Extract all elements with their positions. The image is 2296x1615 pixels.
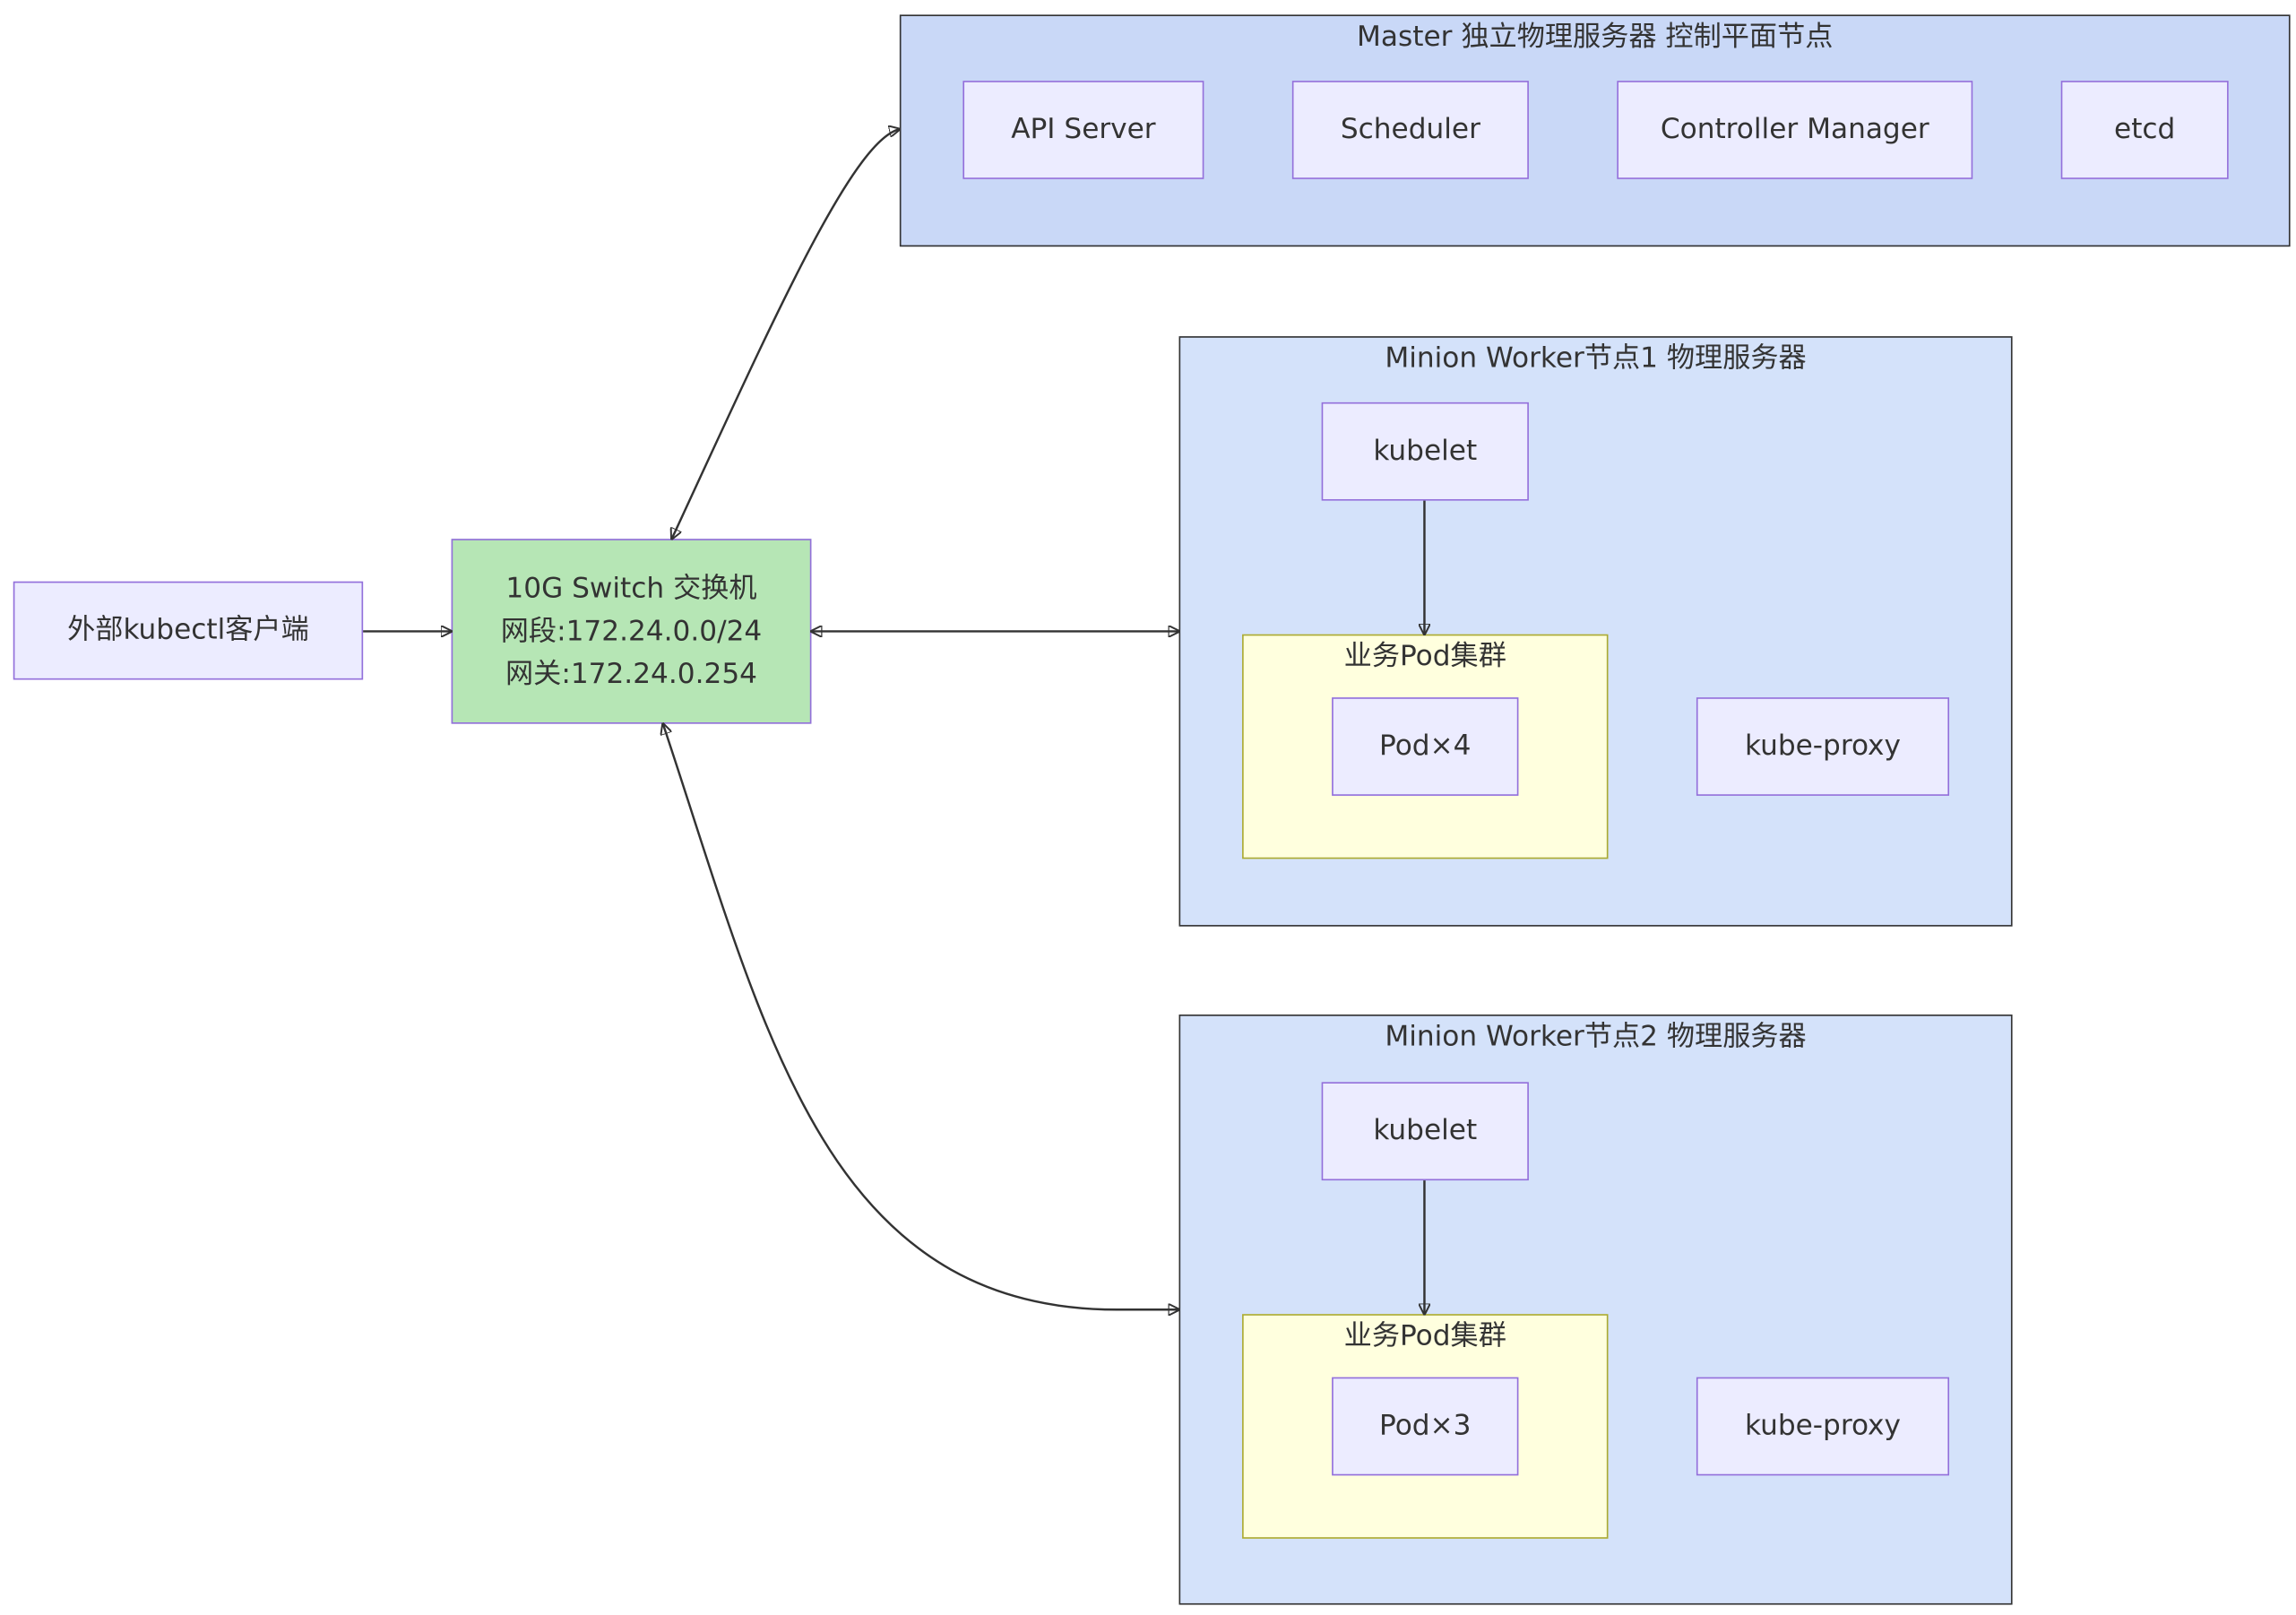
controller-manager-node: Controller Manager <box>1617 81 1973 179</box>
switch-node: 10G Switch 交换机 网段:172.24.0.0/24 网关:172.2… <box>451 539 812 724</box>
switch-subnet-label: 网段:172.24.0.0/24 <box>500 614 763 647</box>
edge-switch-master <box>672 129 900 539</box>
worker1-kubelet-node: kubelet <box>1321 402 1529 501</box>
etcd-node: etcd <box>2060 81 2229 179</box>
edge-switch-worker2 <box>663 724 1179 1310</box>
worker1-pod-group-title: 业务Pod集群 <box>1343 640 1506 673</box>
api-server-node: API Server <box>962 81 1204 179</box>
worker2-kubelet-node: kubelet <box>1321 1082 1529 1181</box>
worker2-pod-group-title: 业务Pod集群 <box>1343 1319 1506 1352</box>
worker1-kube-proxy-node: kube-proxy <box>1696 697 1950 796</box>
worker2-pods-node: Pod×3 <box>1332 1377 1519 1476</box>
worker2-title: Minion Worker节点2 物理服务器 <box>1385 1020 1807 1053</box>
kubectl-client-node: 外部kubectl客户端 <box>13 581 364 680</box>
worker2-kube-proxy-node: kube-proxy <box>1696 1377 1950 1476</box>
worker1-title: Minion Worker节点1 物理服务器 <box>1385 341 1807 375</box>
switch-gateway-label: 网关:172.24.0.254 <box>505 657 758 690</box>
worker1-pods-node: Pod×4 <box>1332 697 1519 796</box>
scheduler-node: Scheduler <box>1291 81 1529 179</box>
master-node-title: Master 独立物理服务器 控制平面节点 <box>1357 20 1834 53</box>
switch-label-line1: 10G Switch 交换机 <box>505 572 757 605</box>
